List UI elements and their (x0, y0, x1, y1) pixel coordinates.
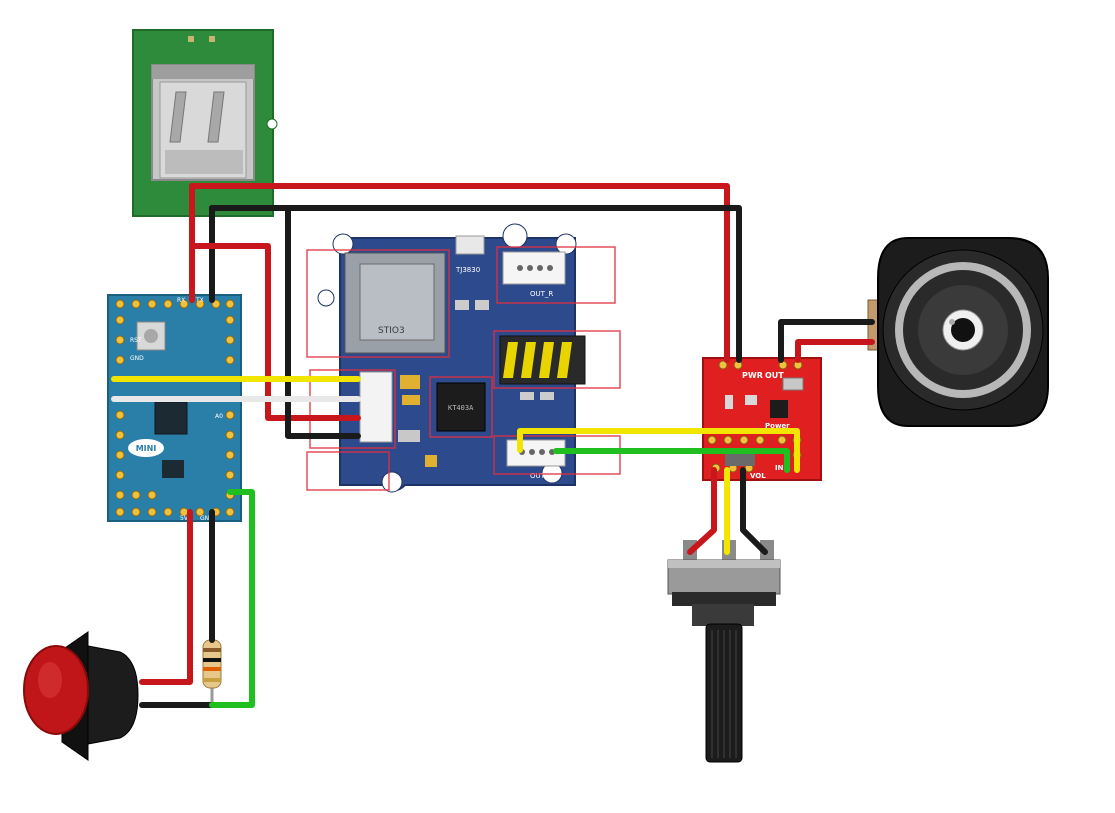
arduino-model-label: MINI (136, 444, 157, 453)
pin-label-tx: TX (195, 297, 204, 304)
wire-green-button (209, 489, 255, 708)
wire-red-usb-to-amp (189, 183, 730, 363)
out-r-label: OUT_R (530, 290, 553, 298)
sd-card-slot: STIO3 (344, 252, 446, 354)
pin-label-rst: RST (130, 337, 142, 344)
amp-vol-label: VOL (750, 472, 766, 480)
reset-button-icon (136, 321, 166, 351)
amp-pwr-label: PWR (742, 371, 763, 380)
amp-title-label: Power (765, 422, 790, 430)
wire-black-speaker (778, 319, 875, 363)
pin-label-gnd-bottom: GND (200, 515, 214, 522)
wire-green-audio (553, 448, 790, 473)
wire-red-pot (687, 467, 717, 555)
push-button (23, 631, 139, 761)
audio-jack (499, 335, 586, 385)
mp3-player-board: STIO3 TJ3830 OUT_R KT403A OU (306, 223, 621, 493)
wire-red-to-mp3 (189, 243, 361, 421)
out-r-connector: OUT_R (502, 251, 566, 298)
pin-label-rx: RX (177, 297, 185, 304)
wire-black-usb-to-amp (209, 205, 742, 363)
potentiometer (667, 540, 781, 763)
amp-in-label: IN (775, 464, 784, 472)
wire-black-pot (740, 467, 768, 555)
usb-power-board (132, 29, 278, 217)
pin-label-a0: A0 (215, 413, 223, 420)
out-l-label: OUT_L (530, 472, 552, 480)
pin-label-5v: 5V (180, 515, 189, 522)
sd-slot-label: STIO3 (378, 326, 405, 336)
speaker (867, 237, 1049, 427)
arduino-pro-mini: MINI RX TX GND RST A0 5V GND (107, 294, 242, 522)
wire-red-button (139, 509, 193, 685)
mp3-decoder-chip: KT403A (436, 382, 486, 432)
wire-yellow-audio (517, 428, 800, 473)
audio-amplifier: PWR OUT Power VOL IN (702, 357, 822, 481)
wire-black-to-mp3 (285, 205, 361, 439)
wire-red-speaker (795, 339, 875, 363)
decoder-chip-code: KT403A (448, 404, 474, 412)
usb-port-icon (151, 64, 255, 181)
mp3-chip-label: TJ3830 (455, 266, 480, 274)
amp-out-label: OUT (765, 371, 784, 380)
pin-label-gnd: GND (130, 355, 144, 362)
mini-logo: MINI (128, 439, 164, 457)
